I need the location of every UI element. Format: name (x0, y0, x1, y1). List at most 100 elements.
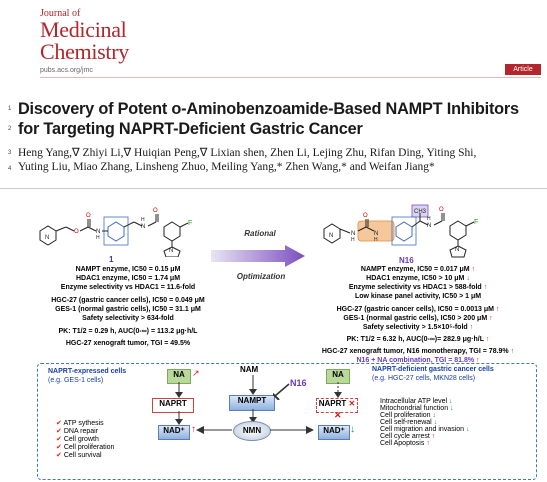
nam-label: NAM (240, 365, 259, 374)
line-number: 3 (8, 150, 12, 156)
c1-line: HGC-27 (gastric cancer cells), IC50 = 0.… (51, 297, 205, 304)
n16-line: HDAC1 enzyme, IC50 > 10 μM ↓ (366, 275, 470, 282)
article-type-badge: Article (505, 64, 541, 75)
naprt-box-right: NAPRT ✕ (316, 398, 358, 413)
n16-label: N16 (399, 256, 414, 265)
authors-line2: Yuting Liu, Miao Zhang, Linsheng Zhuo, M… (18, 161, 435, 173)
compound-1-structure: N O O N H N H O F N (39, 208, 192, 257)
arrow-down-icon (334, 382, 342, 398)
optimization-arrow (211, 245, 305, 267)
na-box-left: NA (167, 369, 191, 384)
effect-item: ✔ ATP sythesis (56, 420, 104, 427)
n16-line: Enzyme selectivity vs HDAC1 > 588-fold ↑ (348, 284, 488, 291)
line-number: 2 (8, 126, 12, 132)
svg-text:CH3: CH3 (414, 209, 427, 215)
svg-text:H: H (141, 217, 145, 223)
line-number: 1 (8, 106, 12, 112)
arrow-down-icon (249, 409, 257, 423)
arrow-label-bottom: Optimization (236, 272, 286, 281)
c1-line: NAMPT enzyme, IC50 = 0.15 μM (75, 266, 181, 273)
svg-text:N: N (374, 231, 378, 237)
article-title-line2: for Targeting NAPRT-Deficient Gastric Ca… (18, 120, 363, 138)
svg-text:N: N (427, 223, 431, 229)
svg-text:H: H (96, 235, 100, 241)
header-rule (40, 77, 541, 78)
journal-chemistry: Chemistry (40, 39, 129, 64)
effect-item: Intracellular ATP level ↓ (380, 398, 453, 405)
effect-item: ✔ Cell growth (56, 436, 99, 443)
svg-text:H: H (427, 216, 431, 222)
blocked-icon: ✕ (334, 410, 342, 420)
svg-text:F: F (188, 220, 192, 227)
naprt-box-left: NAPRT (152, 398, 194, 413)
arrow-right-icon (270, 426, 314, 434)
effect-item: Cell cycle arrest ↑ (380, 433, 436, 440)
authors-line1: Heng Yang,∇ Zhiyi Li,∇ Huiqian Peng,∇ Li… (18, 147, 477, 159)
n16-line: HGC-27 (gastric cancer cells), IC50 = 0.… (336, 306, 500, 313)
svg-text:O: O (439, 207, 444, 213)
svg-text:N: N (351, 231, 355, 237)
c1-line: HDAC1 enzyme, IC50 = 1.74 μM (75, 275, 181, 282)
left-cell-subtitle: (e.g. GES-1 cells) (48, 377, 104, 384)
article-title-line1: Discovery of Potent o-Aminobenzoamide-Ba… (18, 100, 519, 118)
line-number: 4 (8, 166, 12, 172)
arrow-down-icon (249, 375, 257, 395)
up-arrow-icon: ↑ (191, 424, 196, 435)
right-cell-subtitle: (e.g. HGC-27 cells, MKN28 cells) (372, 375, 476, 382)
svg-text:O: O (363, 213, 368, 219)
pathway-panel (37, 363, 537, 480)
svg-text:O: O (74, 229, 79, 235)
n16-line: N16 + NA combination, TGI = 81.8% ↑ (356, 357, 480, 364)
up-arrow-icon: ↗ (192, 368, 200, 378)
n16-line: HGC-27 xenograft tumor, N16 monotherapy,… (321, 348, 515, 355)
effect-item: Cell self-renewal ↓ (380, 419, 438, 426)
section-divider (0, 188, 547, 189)
arrow-down-icon (175, 411, 183, 425)
c1-line: HGC-27 xenograft tumor, TGI = 49.5% (65, 340, 191, 347)
effect-item: ✔ Cell proliferation (56, 444, 115, 451)
svg-text:O: O (153, 208, 158, 214)
arrow-down-icon (175, 382, 183, 398)
svg-text:N: N (329, 233, 333, 239)
inhibition-icon (273, 383, 290, 400)
nmn-node: NMN (233, 421, 271, 441)
effect-item: ✔ Cell survival (56, 452, 102, 459)
c1-line: GES-1 (normal gastric cells), IC50 = 31.… (55, 306, 201, 313)
effect-item: Cell proliferation ↓ (380, 412, 437, 419)
right-effects-list: Intracellular ATP level ↓ Mitochondrial … (380, 398, 470, 447)
effect-item: ✔ DNA repair (56, 428, 99, 435)
nad-box-left: NAD⁺ (158, 425, 190, 440)
right-cell-title: NAPRT-deficient gastric cancer cells (372, 366, 494, 373)
c1-line: Safety selectivity > 634-fold (82, 315, 174, 322)
n16-line: Low kinase panel activity, IC50 > 1 μM (354, 293, 482, 300)
svg-text:N: N (169, 248, 173, 254)
journal-url[interactable]: pubs.acs.org/jmc (40, 67, 93, 74)
inhibitor-label: N16 (290, 378, 307, 388)
arrow-label-top: Rational (244, 229, 276, 238)
svg-text:N: N (455, 247, 459, 253)
c1-line: Enzyme selectivity vs HDAC1 = 11.6-fold (60, 284, 196, 291)
n16-line: PK: T1/2 = 6.32 h, AUC(0-∞)= 282.9 μg·h/… (346, 336, 490, 343)
nampt-box: NAMPT (229, 395, 275, 411)
compound-1-label: 1 (109, 255, 114, 264)
effect-item: Cell Apoptosis ↑ (380, 440, 430, 447)
left-effects-list: ✔ ATP sythesis ✔ DNA repair ✔ Cell growt… (56, 419, 114, 459)
nad-box-right: NAD⁺ (318, 425, 350, 440)
effect-item: Cell migration and invasion ↓ (380, 426, 470, 433)
svg-text:N: N (141, 224, 145, 230)
svg-text:N: N (45, 235, 49, 241)
n16-line: Safety selectivity > 1.5×10⁵-fold ↑ (362, 324, 474, 331)
effect-item: Mitochondrial function ↓ (380, 405, 454, 412)
down-arrow-icon: ↓ (350, 424, 355, 435)
svg-text:H: H (374, 237, 378, 243)
svg-text:H: H (351, 237, 355, 243)
svg-text:N: N (96, 229, 100, 235)
arrow-left-icon (196, 426, 232, 434)
n16-line: NAMPT enzyme, IC50 = 0.017 μM ↑ (360, 266, 476, 273)
n16-line: GES-1 (normal gastric cells), IC50 > 200… (343, 315, 493, 322)
svg-text:O: O (86, 213, 91, 219)
journal-of: Journal of (40, 8, 81, 19)
svg-text:F: F (474, 219, 478, 226)
left-cell-title: NAPRT-expressed cells (48, 368, 127, 375)
n16-structure: N N H O N H CH3 N H O F N (323, 204, 478, 258)
